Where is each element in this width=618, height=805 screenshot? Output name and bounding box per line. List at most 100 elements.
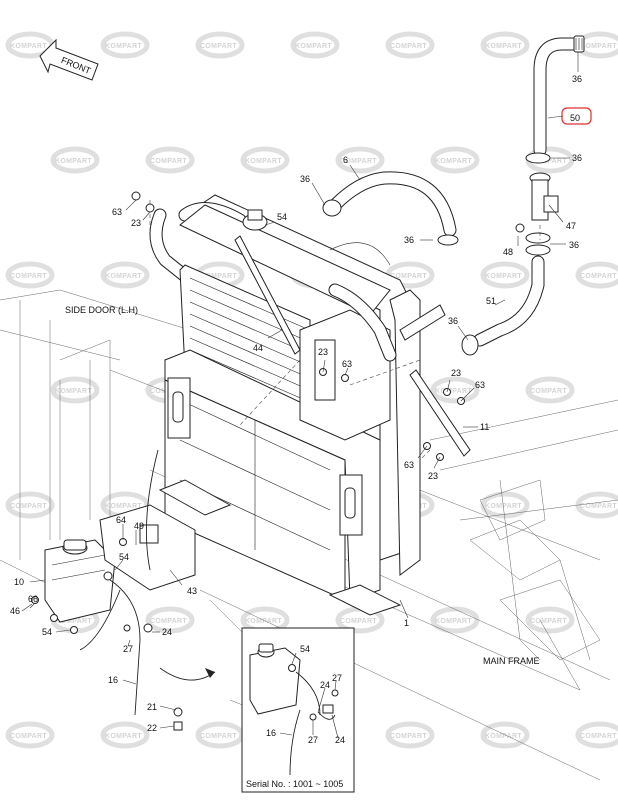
inset-pointer-arrow — [159, 667, 216, 681]
watermark-logo: KOMPART — [100, 261, 150, 289]
callout-54: 54 — [42, 627, 52, 637]
callout-1: 1 — [404, 618, 409, 628]
watermark-text: KOMPART — [55, 158, 92, 165]
watermark-logo: COMPART — [385, 721, 435, 749]
watermark-text: COMPART — [530, 158, 567, 165]
watermark-logo: COMPART — [195, 721, 245, 749]
callout-23: 23 — [318, 347, 328, 357]
watermark-text: KOMPART — [485, 43, 522, 50]
upper-pipe-part-50 — [533, 35, 585, 157]
watermark-text: COMPART — [10, 733, 47, 740]
tank-bracket — [99, 504, 196, 591]
watermark-logo: KOMPART — [430, 376, 480, 404]
watermark-text: KOMPART — [55, 388, 92, 395]
watermark-text: COMPART — [10, 503, 47, 510]
watermark-logo: COMPART — [145, 606, 195, 634]
thermostat-housing — [515, 152, 559, 256]
serial-number-label: Serial No. : 1001 ~ 1005 — [246, 779, 343, 789]
watermark-text: KOMPART — [245, 618, 282, 625]
callout-36: 36 — [569, 240, 579, 250]
watermark-logo: KOMPART — [240, 146, 290, 174]
watermark-text: COMPART — [580, 503, 617, 510]
callout-49: 49 — [134, 521, 144, 531]
watermark-text: KOMPART — [435, 618, 472, 625]
upper-hose-part-6 — [322, 171, 459, 246]
watermark-text: KOMPART — [245, 158, 282, 165]
callout-36: 36 — [404, 235, 414, 245]
watermark-logo: COMPART — [525, 376, 575, 404]
watermark-logo: COMPART — [5, 491, 55, 519]
callout-46: 46 — [10, 606, 20, 616]
callout-48: 48 — [503, 247, 513, 257]
watermark-logo: COMPART — [575, 491, 618, 519]
watermark-logo: COMPART — [575, 261, 618, 289]
callout-16: 16 — [108, 675, 118, 685]
watermark-text: KOMPART — [105, 733, 142, 740]
callout-66: 66 — [28, 594, 38, 604]
watermark-text: KOMPART — [435, 388, 472, 395]
reservoir-tank — [44, 539, 116, 623]
callout-63: 63 — [342, 359, 352, 369]
watermark-text: COMPART — [340, 618, 377, 625]
watermark-text: KOMPART — [10, 43, 47, 50]
radiator-assembly — [149, 194, 421, 616]
watermark-text: COMPART — [150, 618, 187, 625]
watermark-logo: KOMPART — [50, 376, 100, 404]
callout-54: 54 — [300, 644, 310, 654]
watermark-text: KOMPART — [485, 733, 522, 740]
watermark-logo: KOMPART — [430, 146, 480, 174]
watermark-text: COMPART — [200, 733, 237, 740]
callout-47: 47 — [566, 221, 576, 231]
main-frame-label: MAIN FRAME — [483, 656, 540, 666]
watermark-logo: KOMPART — [100, 31, 150, 59]
callout-27: 27 — [308, 735, 318, 745]
watermark-logo: COMPART — [195, 31, 245, 59]
watermark-text: COMPART — [580, 273, 617, 280]
callout-54: 54 — [277, 212, 287, 222]
watermark-logo: COMPART — [145, 146, 195, 174]
callout-10: 10 — [14, 577, 24, 587]
watermark-text: COMPART — [200, 273, 237, 280]
callout-6: 6 — [343, 155, 348, 165]
overflow-hose — [79, 449, 183, 731]
watermark-text: KOMPART — [295, 43, 332, 50]
watermark-text: COMPART — [200, 43, 237, 50]
watermark-logo: KOMPART — [480, 721, 530, 749]
callout-24: 24 — [335, 735, 345, 745]
watermark-logo: COMPART — [5, 261, 55, 289]
side-door-label: SIDE DOOR (L.H) — [65, 305, 138, 315]
watermark-text: KOMPART — [105, 273, 142, 280]
watermark-logo: COMPART — [5, 721, 55, 749]
watermark-logo: COMPART — [575, 721, 618, 749]
watermark-text: KOMPART — [105, 503, 142, 510]
callout-22: 22 — [147, 723, 157, 733]
watermark-logo: KOMPART — [480, 31, 530, 59]
watermark-text: COMPART — [390, 43, 427, 50]
callout-63: 63 — [475, 380, 485, 390]
serial-inset-box: Serial No. : 1001 ~ 1005 — [241, 627, 355, 793]
callout-23: 23 — [451, 368, 461, 378]
callout-numbers: 36 50 36 6 36 47 36 48 36 63 23 54 51 36… — [10, 74, 582, 745]
watermark-text: KOMPART — [105, 43, 142, 50]
dashed-guides — [149, 200, 541, 461]
watermark-text: KOMPART — [435, 158, 472, 165]
bolts — [31, 191, 465, 634]
callout-27: 27 — [123, 644, 133, 654]
watermark-logo: KOMPART — [100, 721, 150, 749]
callout-24: 24 — [162, 627, 172, 637]
callout-64: 64 — [116, 515, 126, 525]
watermark-logo: COMPART — [335, 146, 385, 174]
watermark-logo: KOMPART — [480, 491, 530, 519]
watermark-text: COMPART — [530, 388, 567, 395]
watermark-logo: KOMPART — [290, 31, 340, 59]
callout-23: 23 — [131, 218, 141, 228]
stay-rods — [234, 235, 471, 457]
watermark-text: COMPART — [340, 158, 377, 165]
callout-23: 23 — [428, 471, 438, 481]
front-arrow: FRONT — [39, 38, 99, 81]
callout-24: 24 — [320, 680, 330, 690]
watermark-text: COMPART — [390, 733, 427, 740]
watermark-logo: KOMPART — [480, 261, 530, 289]
